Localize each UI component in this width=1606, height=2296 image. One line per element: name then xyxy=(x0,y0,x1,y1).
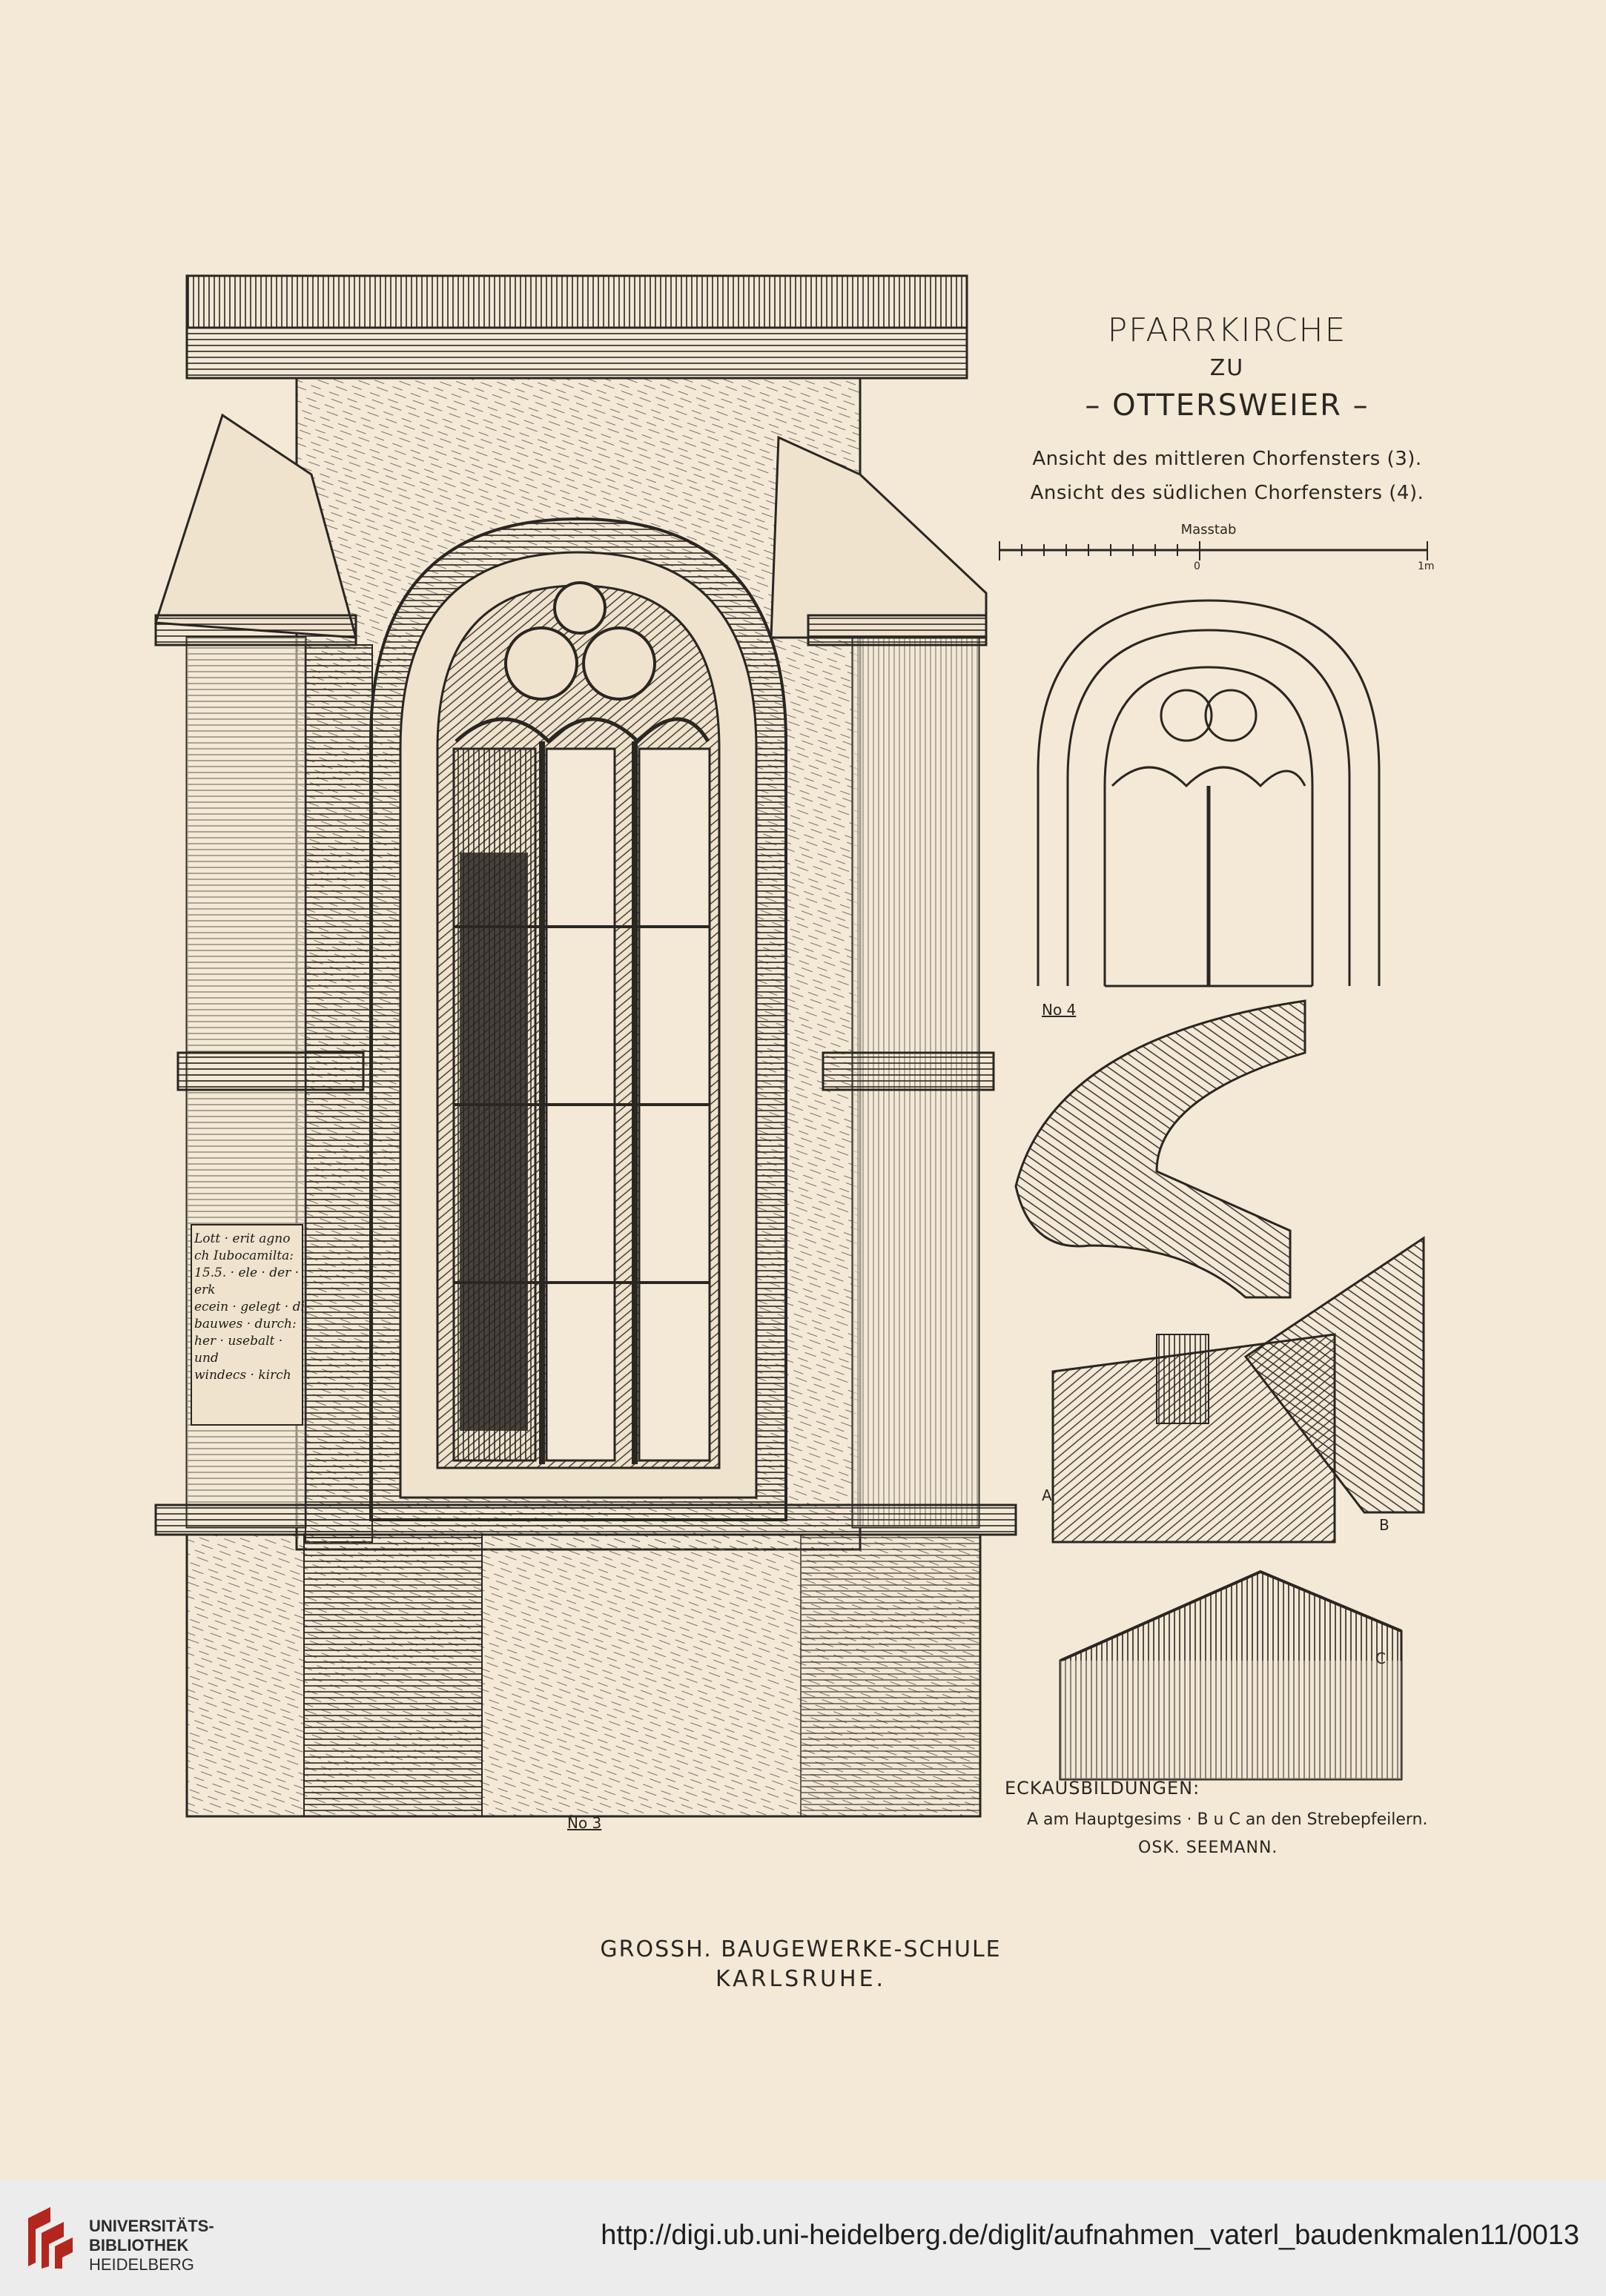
title-zu: ZU xyxy=(1209,355,1245,381)
scale-end: 1m xyxy=(1418,560,1435,572)
detail-letter-b: B xyxy=(1379,1516,1389,1534)
view-caption-1: Ansicht des mittleren Chorfensters (3). xyxy=(1032,448,1422,470)
scale-bar xyxy=(999,541,1428,560)
corner-details-title: ECKAUSBILDUNGEN: xyxy=(1005,1778,1200,1799)
corner-detail-a xyxy=(1051,1333,1336,1544)
plate-page: PFARRKIRCHE ZU – OTTERSWEIER – Ansicht d… xyxy=(153,274,1468,1992)
church-title: PFARRKIRCHE xyxy=(1107,311,1347,349)
author: OSK. SEEMANN. xyxy=(1138,1839,1278,1857)
scale-zero: 0 xyxy=(1194,560,1200,572)
label-no3: No 3 xyxy=(567,1814,602,1832)
inscription-line: her · usebalt · und xyxy=(194,1334,283,1366)
plate-title-block: PFARRKIRCHE ZU – OTTERSWEIER – Ansicht d… xyxy=(986,311,1468,504)
inscription-line: ecein · gelegt · di xyxy=(194,1300,305,1314)
university-library-logo-icon xyxy=(28,2207,73,2269)
window-elevation-no4 xyxy=(1037,599,1381,987)
inscription-line: windecs · kirch xyxy=(194,1368,291,1383)
inscription-line: 15.5. · ele · der · erk xyxy=(194,1266,300,1297)
detail-letter-c: C xyxy=(1375,1650,1386,1667)
library-line-1: UNIVERSITÄTS- xyxy=(89,2217,214,2235)
detail-letter-a: A xyxy=(1042,1486,1052,1504)
school-name: GROSSH. BAUGEWERKE-SCHULE xyxy=(600,1936,1002,1962)
inscription-line: Lott · erit agno xyxy=(194,1231,291,1246)
library-name: UNIVERSITÄTS- BIBLIOTHEK HEIDELBERG xyxy=(89,2217,214,2275)
window-elevation-no3 xyxy=(153,274,1017,1818)
plate-drawing xyxy=(153,274,1428,1818)
scale-label: Masstab xyxy=(1180,522,1237,537)
library-line-3: HEIDELBERG xyxy=(89,2255,194,2274)
library-line-2: BIBLIOTHEK xyxy=(89,2236,189,2254)
view-caption-2: Ansicht des südlichen Chorfensters (4). xyxy=(1030,482,1424,504)
school-city: KARLSRUHE. xyxy=(715,1966,887,1992)
corner-details-description: A am Hauptgesims · B u C an den Strebepf… xyxy=(1027,1810,1428,1829)
corner-detail-c xyxy=(1059,1569,1403,1781)
source-url-link[interactable]: http://digi.ub.uni-heidelberg.de/diglit/… xyxy=(601,2220,1579,2251)
inscription-line: ch Iubocamilta: xyxy=(194,1248,294,1263)
inscription-line: bauwes · durch: xyxy=(194,1317,297,1331)
corner-detail-b xyxy=(1243,1236,1425,1514)
corner-detail-top xyxy=(1014,999,1306,1299)
library-footer: UNIVERSITÄTS- BIBLIOTHEK HEIDELBERG http… xyxy=(0,2180,1606,2296)
place-name: – OTTERSWEIER – xyxy=(1085,388,1369,423)
inscription-tablet: Lott · erit agno ch Iubocamilta: 15.5. ·… xyxy=(194,1231,305,1384)
label-no4: No 4 xyxy=(1042,1001,1077,1019)
